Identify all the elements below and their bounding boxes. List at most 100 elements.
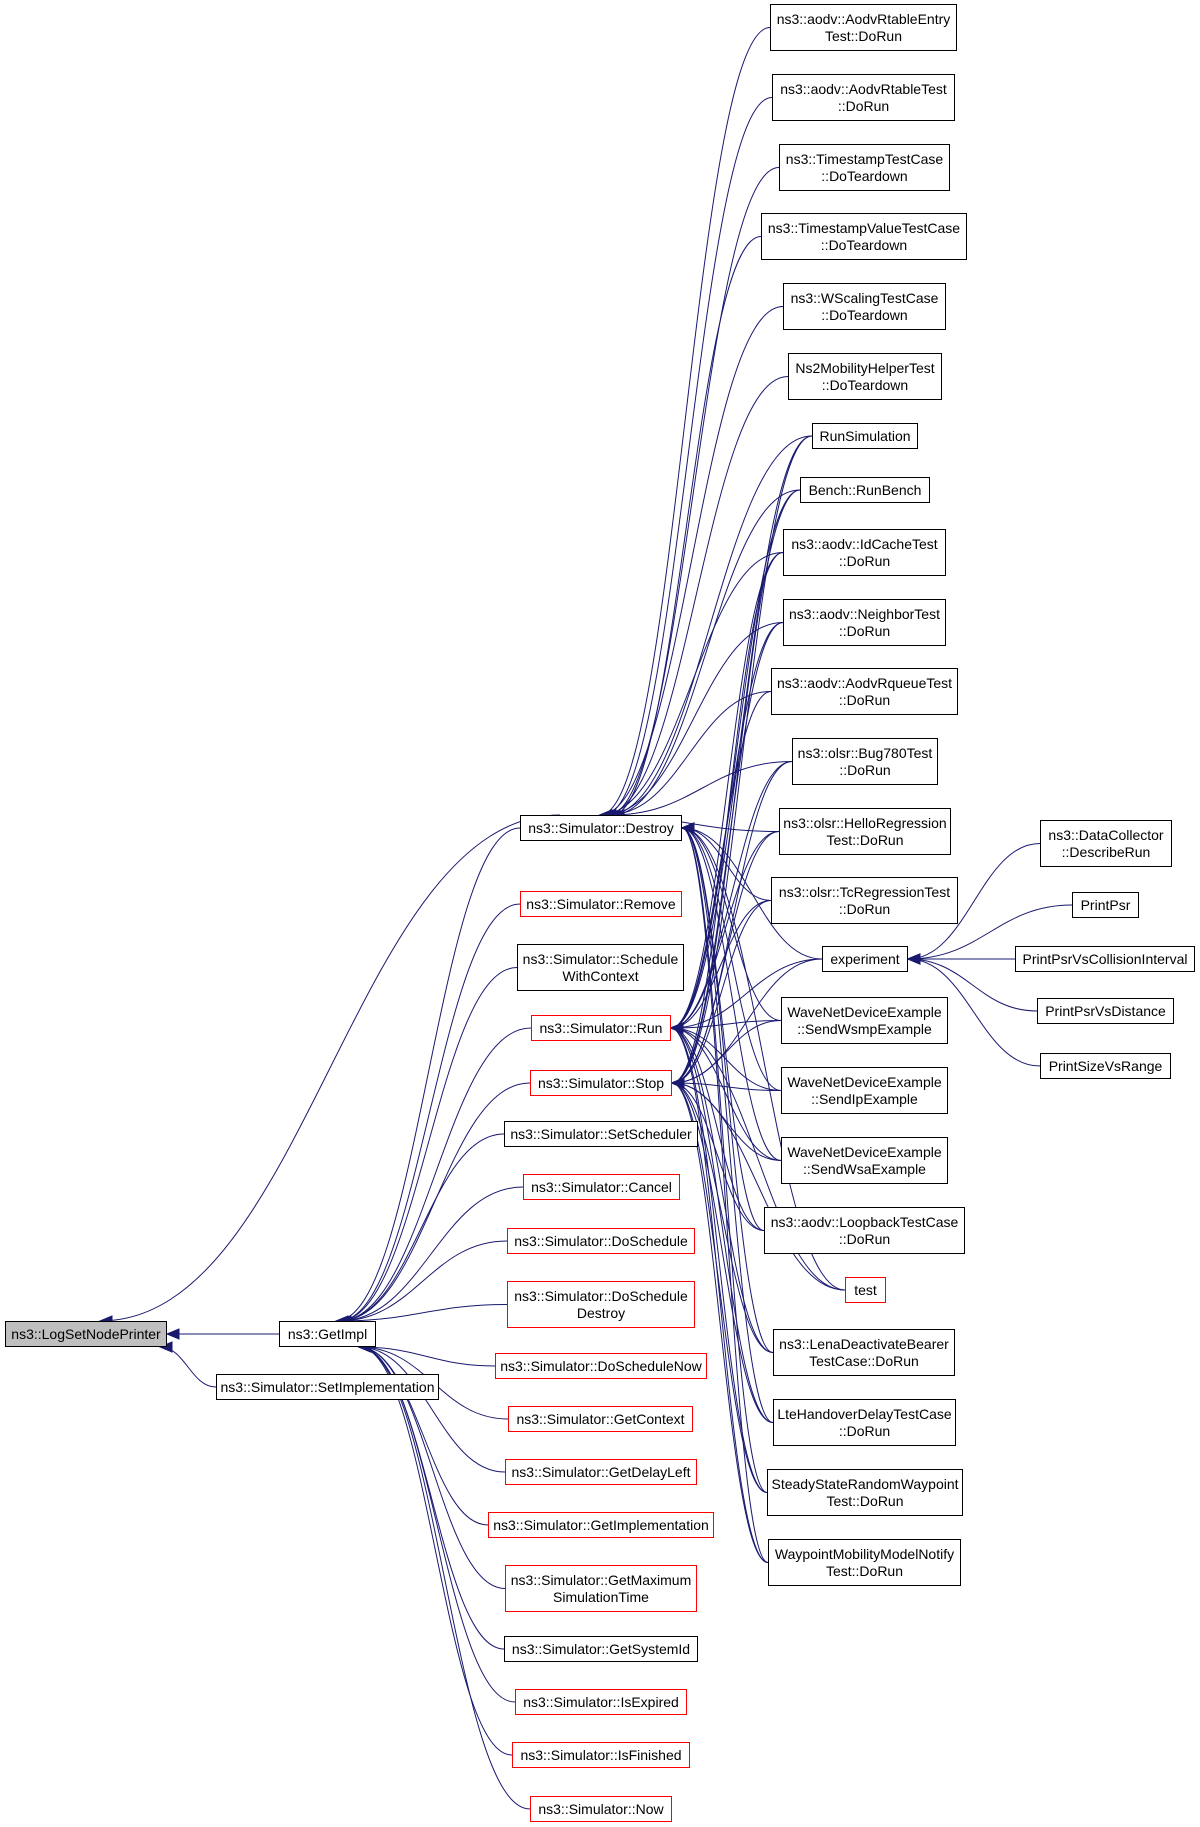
node-print-psr[interactable]: PrintPsr xyxy=(1072,892,1139,918)
node-timestamp-test-case[interactable]: ns3::TimestampTestCase ::DoTeardown xyxy=(779,144,950,191)
node-get-impl[interactable]: ns3::GetImpl xyxy=(279,1321,376,1347)
node-lte-handover-delay[interactable]: LteHandoverDelayTestCase ::DoRun xyxy=(773,1399,956,1446)
node-steady-state-random-waypoint[interactable]: SteadyStateRandomWaypoint Test::DoRun xyxy=(767,1469,963,1516)
node-aodv-rtable-test[interactable]: ns3::aodv::AodvRtableTest ::DoRun xyxy=(772,74,955,121)
call-edge xyxy=(670,691,772,1029)
node-experiment[interactable]: experiment xyxy=(822,946,908,972)
call-edge xyxy=(671,435,813,1084)
call-edge xyxy=(681,827,782,1161)
edge-arrowhead xyxy=(165,1328,180,1340)
node-set-implementation[interactable]: ns3::Simulator::SetImplementation xyxy=(216,1374,439,1400)
node-destroy[interactable]: ns3::Simulator::Destroy xyxy=(520,815,682,841)
node-print-psr-vs-distance[interactable]: PrintPsrVsDistance xyxy=(1037,998,1174,1024)
call-edge xyxy=(358,1346,513,1756)
node-is-finished[interactable]: ns3::Simulator::IsFinished xyxy=(512,1742,690,1768)
call-edge xyxy=(670,1027,846,1291)
call-edge xyxy=(338,967,518,1322)
node-set-scheduler[interactable]: ns3::Simulator::SetScheduler xyxy=(504,1121,698,1147)
node-waypoint-mobility-model-notify[interactable]: WaypointMobilityModelNotify Test::DoRun xyxy=(768,1539,961,1586)
call-edge xyxy=(670,1027,768,1493)
node-is-expired[interactable]: ns3::Simulator::IsExpired xyxy=(515,1689,687,1715)
call-edge xyxy=(671,1082,782,1091)
node-schedule-with-context[interactable]: ns3::Simulator::Schedule WithContext xyxy=(517,944,684,991)
call-edge xyxy=(611,489,801,816)
node-stop[interactable]: ns3::Simulator::Stop xyxy=(530,1070,672,1096)
node-ns2-mobility-helper-test[interactable]: Ns2MobilityHelperTest ::DoTeardown xyxy=(788,353,942,400)
call-edge xyxy=(907,958,1038,1012)
call-edge xyxy=(607,691,772,816)
call-edge xyxy=(99,814,561,1322)
call-edge xyxy=(159,1346,217,1388)
node-lena-deactivate-bearer[interactable]: ns3::LenaDeactivateBearer TestCase::DoRu… xyxy=(773,1329,955,1376)
call-edge xyxy=(671,1082,774,1353)
node-loopback-test-case[interactable]: ns3::aodv::LoopbackTestCase ::DoRun xyxy=(764,1207,965,1254)
node-send-wsa-example[interactable]: WaveNetDeviceExample ::SendWsaExample xyxy=(781,1137,948,1184)
node-send-ip-example[interactable]: WaveNetDeviceExample ::SendIpExample xyxy=(781,1067,948,1114)
node-get-implementation[interactable]: ns3::Simulator::GetImplementation xyxy=(488,1512,714,1538)
call-edge xyxy=(603,97,773,816)
call-edge xyxy=(670,1020,782,1029)
node-aodv-rtable-entry-test[interactable]: ns3::aodv::AodvRtableEntry Test::DoRun xyxy=(770,4,957,51)
node-bench-run-bench[interactable]: Bench::RunBench xyxy=(800,477,930,503)
edge-arrowhead xyxy=(670,1077,685,1089)
node-get-maximum-simulation-time[interactable]: ns3::Simulator::GetMaximum SimulationTim… xyxy=(505,1565,697,1612)
node-send-wsmp-example[interactable]: WaveNetDeviceExample ::SendWsmpExample xyxy=(781,997,948,1044)
call-edge xyxy=(681,827,769,1563)
node-print-size-vs-range[interactable]: PrintSizeVsRange xyxy=(1040,1053,1171,1079)
call-edge xyxy=(603,622,784,816)
node-neighbor-test[interactable]: ns3::aodv::NeighborTest ::DoRun xyxy=(783,599,946,646)
node-tc-regression-test[interactable]: ns3::olsr::TcRegressionTest ::DoRun xyxy=(771,877,958,924)
call-edge xyxy=(681,827,823,960)
node-wscaling-test-case[interactable]: ns3::WScalingTestCase ::DoTeardown xyxy=(783,283,946,330)
node-do-schedule-now[interactable]: ns3::Simulator::DoScheduleNow xyxy=(495,1353,707,1379)
call-edge xyxy=(670,435,813,1029)
call-edge xyxy=(611,236,762,816)
node-timestamp-value-test-case[interactable]: ns3::TimestampValueTestCase ::DoTeardown xyxy=(761,213,967,260)
call-edge xyxy=(338,1304,508,1322)
call-edge xyxy=(671,489,801,1084)
call-edge xyxy=(603,376,789,816)
call-edge xyxy=(671,831,780,1084)
node-do-schedule[interactable]: ns3::Simulator::DoSchedule xyxy=(507,1228,695,1254)
call-edge xyxy=(358,1346,516,1703)
node-print-psr-vs-collision-interval[interactable]: PrintPsrVsCollisionInterval xyxy=(1015,946,1195,972)
call-edge xyxy=(338,1027,532,1322)
node-cancel[interactable]: ns3::Simulator::Cancel xyxy=(523,1174,680,1200)
edge-arrowhead xyxy=(906,953,921,965)
call-edge xyxy=(335,827,521,1322)
call-edge xyxy=(670,1027,782,1161)
call-edge xyxy=(671,1082,774,1423)
call-edge xyxy=(599,27,771,816)
node-get-delay-left[interactable]: ns3::Simulator::GetDelayLeft xyxy=(505,1459,697,1485)
node-now[interactable]: ns3::Simulator::Now xyxy=(530,1796,672,1822)
call-edge xyxy=(670,958,823,1029)
call-edge xyxy=(358,1346,496,1367)
call-edge xyxy=(358,1346,506,1589)
node-data-collector[interactable]: ns3::DataCollector ::DescribeRun xyxy=(1040,820,1172,867)
node-get-system-id[interactable]: ns3::Simulator::GetSystemId xyxy=(504,1636,698,1662)
call-edge xyxy=(671,1082,846,1291)
node-run-simulation[interactable]: RunSimulation xyxy=(812,423,918,449)
node-hello-regression-test[interactable]: ns3::olsr::HelloRegression Test::DoRun xyxy=(779,808,951,855)
node-get-context[interactable]: ns3::Simulator::GetContext xyxy=(508,1406,693,1432)
call-edge xyxy=(671,1082,765,1231)
call-edge xyxy=(671,552,784,1084)
node-aodv-rqueue-test[interactable]: ns3::aodv::AodvRqueueTest ::DoRun xyxy=(771,668,958,715)
call-edge xyxy=(338,1240,508,1322)
call-edge xyxy=(681,827,768,1493)
node-run[interactable]: ns3::Simulator::Run xyxy=(531,1015,671,1041)
node-test[interactable]: test xyxy=(845,1277,886,1303)
call-edge xyxy=(670,831,780,1029)
call-edge xyxy=(670,552,784,1029)
call-edge xyxy=(358,1346,531,1810)
node-do-schedule-destroy[interactable]: ns3::Simulator::DoSchedule Destroy xyxy=(507,1281,695,1328)
node-bug780-test[interactable]: ns3::olsr::Bug780Test ::DoRun xyxy=(792,738,938,785)
call-edge xyxy=(607,435,813,816)
call-edge xyxy=(671,1082,769,1563)
call-edge xyxy=(670,1027,769,1563)
node-id-cache-test[interactable]: ns3::aodv::IdCacheTest ::DoRun xyxy=(783,529,946,576)
node-remove[interactable]: ns3::Simulator::Remove xyxy=(520,891,682,917)
call-edge xyxy=(358,1346,506,1473)
